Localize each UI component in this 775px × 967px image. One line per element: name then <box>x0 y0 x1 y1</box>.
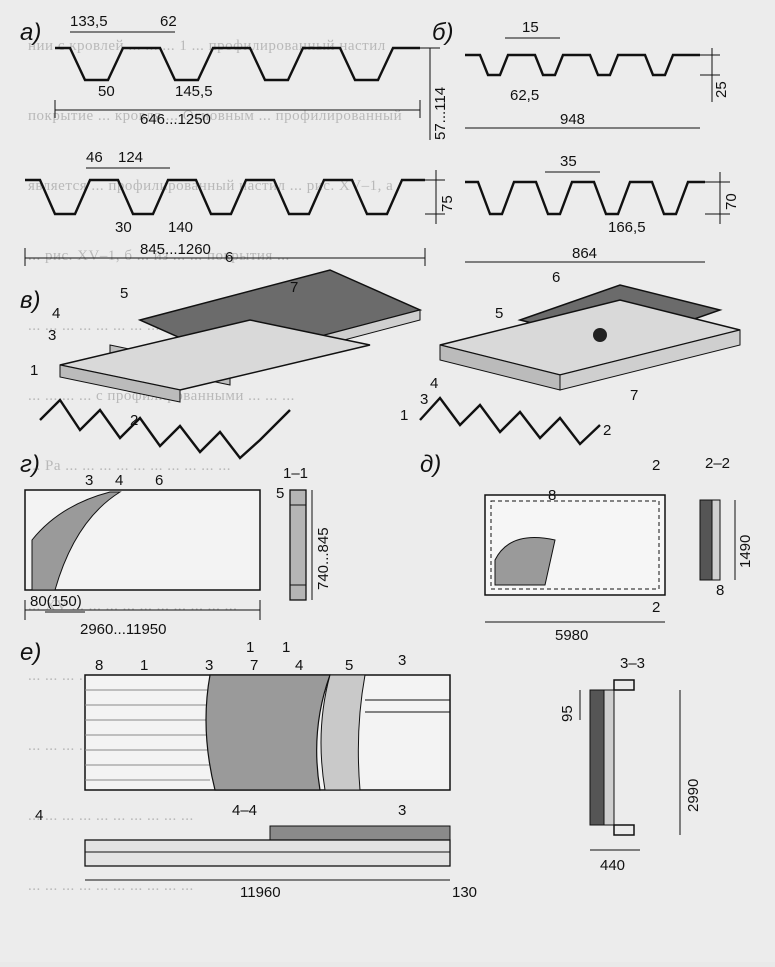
dim-b-mid: 62,5 <box>510 87 539 104</box>
panel-v2-isometric: 1 2 3 4 5 6 7 <box>400 269 741 446</box>
panel-g-plan: г) 80(150) 2960...11950 3 4 6 1–1 5 740.… <box>20 451 332 656</box>
callout-dd-8b: 8 <box>716 582 724 599</box>
dim-a-span: 646...1250 <box>140 111 211 128</box>
dim-e-h1: 95 <box>559 705 576 722</box>
background-text-line: ... Ра ... ... ... ... ... ... ... ... .… <box>28 458 231 474</box>
dim-a-top2: 62 <box>160 13 177 30</box>
callout-e-3b: 3 <box>398 652 406 669</box>
panel-label-b: б) <box>432 19 454 46</box>
panel-label-e: е) <box>20 639 41 666</box>
panel-label-d: д) <box>420 451 441 478</box>
dim-dd-span: 5980 <box>555 627 588 644</box>
callout-e-4a: 4 <box>35 807 43 824</box>
dim-g-height: 740...845 <box>315 527 332 590</box>
panel-a-profile: а) 133,5 62 50 145,5 646...1250 57...114 <box>20 13 449 140</box>
callout-v1-2: 2 <box>130 412 138 429</box>
dim-c-height: 75 <box>439 195 456 212</box>
callout-g-5: 5 <box>276 485 284 502</box>
callout-dd-2b: 2 <box>652 599 660 616</box>
profile-b-line <box>465 53 700 77</box>
dim-e-h2: 2990 <box>685 779 702 812</box>
callout-v1-7: 7 <box>290 279 298 296</box>
dim-d-height: 70 <box>723 193 740 210</box>
callout-v1-6: 6 <box>225 249 233 266</box>
profile-a-line <box>55 46 420 82</box>
callout-e-3c: 3 <box>398 802 406 819</box>
callout-e-1: 1 <box>140 657 148 674</box>
section-2-2: 2–2 <box>705 455 730 472</box>
section-3-3: 3–3 <box>620 655 645 672</box>
dim-d-span: 864 <box>572 245 597 262</box>
dim-d-top: 35 <box>560 153 577 170</box>
panel-label-v1: в) <box>20 287 41 314</box>
dim-c-span: 845...1260 <box>140 241 211 258</box>
dim-d-mid: 166,5 <box>608 219 646 236</box>
dim-a-b2: 145,5 <box>175 83 213 100</box>
dim-e-span: 11960 <box>240 884 281 901</box>
background-text-line: покрытие ... кровля ... Основным ... про… <box>28 108 402 124</box>
dim-a-b1: 50 <box>98 83 115 100</box>
dim-c-b2: 140 <box>168 219 193 236</box>
panel-d-profile: 35 166,5 70 864 <box>465 153 740 263</box>
callout-dd-2a: 2 <box>652 457 660 474</box>
callout-e-4: 4 <box>295 657 303 674</box>
dim-g-span: 2960...11950 <box>80 621 166 638</box>
panel-c-profile: 46 124 30 140 75 845...1260 <box>24 149 456 266</box>
callout-v2-4: 4 <box>430 375 438 392</box>
dim-e-width: 440 <box>600 857 625 874</box>
dim-e-end: 130 <box>452 884 477 901</box>
profile-c-line <box>25 178 425 216</box>
callout-g-1b: 1 <box>282 639 290 656</box>
section-4-4: 4–4 <box>232 802 257 819</box>
panel-e-plan: е) 8 1 3 7 4 5 3 3 4 4 4–4 11960 130 3–3 <box>20 639 702 901</box>
dim-b-span: 948 <box>560 111 585 128</box>
callout-dd-8a: 8 <box>548 487 556 504</box>
section-1-1: 1–1 <box>283 465 308 482</box>
callout-v2-3: 3 <box>420 391 428 408</box>
dim-c-b1: 30 <box>115 219 132 236</box>
dim-dd-height: 1490 <box>737 535 754 568</box>
dim-c-top2: 124 <box>118 149 143 166</box>
callout-v1-4: 4 <box>52 305 60 322</box>
panel-label-a: а) <box>20 19 41 46</box>
callout-e-3: 3 <box>205 657 213 674</box>
panel-dd-plan: д) 8 5980 2 2 2–2 1490 8 <box>420 451 754 644</box>
callout-v1-3: 3 <box>48 327 56 344</box>
background-text-line: нии с кровлей ... ... ... 1 ... профилир… <box>28 38 386 54</box>
panel-label-g: г) <box>20 451 40 478</box>
dim-b-height: 25 <box>713 81 730 98</box>
callout-v2-5: 5 <box>495 305 503 322</box>
callout-e-5: 5 <box>345 657 353 674</box>
callout-g-3: 3 <box>85 472 93 489</box>
background-text-line: ... ... ... ... ... ... ... ... ... ... <box>28 808 194 824</box>
dim-a-height: 57...114 <box>432 87 449 140</box>
callout-g-1a: 1 <box>246 639 254 656</box>
dim-g-w1: 80(150) <box>30 593 82 610</box>
callout-e-8: 8 <box>95 657 103 674</box>
background-text-line: ... рис. ХV–1, б ... из ... ... покрытия… <box>28 248 290 264</box>
callout-g-4: 4 <box>115 472 123 489</box>
callout-v2-2: 2 <box>603 422 611 439</box>
callout-e-7: 7 <box>250 657 258 674</box>
callout-v2-7: 7 <box>630 387 638 404</box>
panel-b-profile: б) 15 62,5 25 948 <box>432 19 730 129</box>
dim-a-top1: 133,5 <box>70 13 108 30</box>
panel-v1-isometric: в) 1 2 3 4 5 6 7 <box>20 249 423 460</box>
dim-b-top: 15 <box>522 19 539 36</box>
background-text-line: ... ... ... ... ... ... ... ... ... ... <box>28 878 194 894</box>
profile-d-line <box>465 180 705 216</box>
dim-c-top1: 46 <box>86 149 103 166</box>
callout-v2-1: 1 <box>400 407 408 424</box>
callout-v1-5: 5 <box>120 285 128 302</box>
callout-v2-6: 6 <box>552 269 560 286</box>
callout-g-6: 6 <box>155 472 163 489</box>
callout-v1-1: 1 <box>30 362 38 379</box>
